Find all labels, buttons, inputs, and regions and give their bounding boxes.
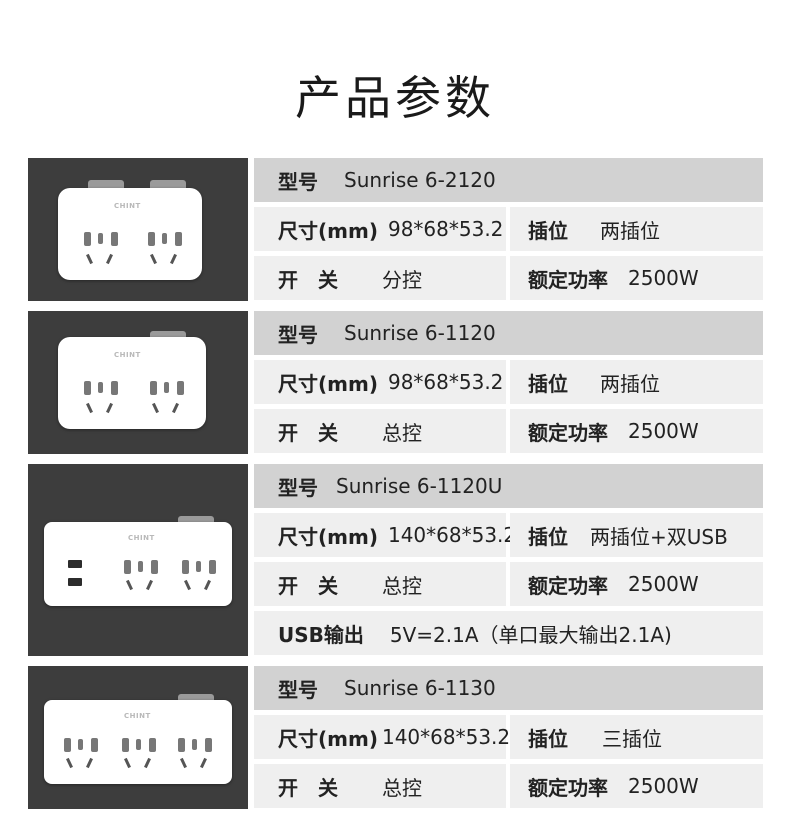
- switch-rocker: [178, 694, 214, 702]
- slots-value: 两插位+双USB: [590, 524, 728, 549]
- model-label: 型号: [278, 169, 318, 194]
- model-value: Sunrise 6-1120: [344, 321, 496, 345]
- page-title: 产品参数: [295, 71, 495, 125]
- slots-cell: 插位 两插位: [510, 360, 763, 404]
- size-label: 尺寸(mm): [278, 726, 378, 751]
- power-cell: 额定功率 2500W: [510, 764, 763, 808]
- outlet: [144, 377, 190, 417]
- socket-body: CHINT: [58, 188, 202, 280]
- model-label: 型号: [278, 677, 318, 702]
- slots-cell: 插位 两插位: [510, 207, 763, 251]
- outlet: [142, 228, 188, 268]
- size-value: 140*68*53.2: [387, 523, 517, 547]
- brand-logo: CHINT: [114, 351, 141, 359]
- size-cell: 尺寸(mm) 98*68*53.2: [254, 207, 506, 251]
- socket-body: CHINT: [44, 700, 232, 784]
- power-label: 额定功率: [528, 573, 608, 598]
- outlet: [58, 734, 104, 774]
- size-label: 尺寸(mm): [278, 218, 378, 243]
- size-cell: 尺寸(mm) 98*68*53.2: [254, 360, 506, 404]
- model-row: 型号 Sunrise 6-1120U: [254, 464, 763, 508]
- power-value: 2500W: [628, 419, 699, 443]
- switch-cell: 开 关 总控: [254, 409, 506, 453]
- slots-cell: 插位 三插位: [510, 715, 763, 759]
- outlet: [176, 556, 222, 596]
- usb-label: USB输出: [278, 622, 364, 647]
- slots-label: 插位: [528, 524, 568, 549]
- switch-value: 分控: [382, 267, 422, 292]
- size-value: 98*68*53.2: [387, 370, 504, 394]
- usb-output-row: USB输出 5V=2.1A（单口最大输出2.1A): [254, 611, 763, 655]
- switch-cell: 开 关 分控: [254, 256, 506, 300]
- size-value: 98*68*53.2: [387, 217, 504, 241]
- switch-rocker: [88, 180, 124, 188]
- model-row: 型号 Sunrise 6-2120: [254, 158, 763, 202]
- size-value: 140*68*53.2: [381, 725, 511, 749]
- slots-value: 两插位: [600, 371, 660, 396]
- switch-rocker: [178, 516, 214, 524]
- product-image: CHINT: [28, 464, 248, 656]
- switch-rocker: [150, 180, 186, 188]
- product-image: CHINT: [28, 666, 248, 809]
- switch-cell: 开 关 总控: [254, 562, 506, 606]
- usb-value: 5V=2.1A（单口最大输出2.1A): [389, 622, 672, 647]
- switch-value: 总控: [382, 420, 422, 445]
- product-block: CHINT 型号 Sunrise 6-1120U 尺寸(mm) 140*68*5…: [28, 464, 763, 656]
- switch-rocker: [150, 331, 186, 339]
- switch-cell: 开 关 总控: [254, 764, 506, 808]
- size-cell: 尺寸(mm) 140*68*53.2: [254, 715, 510, 759]
- power-label: 额定功率: [528, 267, 608, 292]
- product-block: CHINT 型号 Sunrise 6-1130 尺寸(mm) 140*68*53…: [28, 666, 763, 809]
- usb-port: [68, 560, 82, 568]
- product-block: CHINT 型号 Sunrise 6-1120 尺寸(mm) 98*68*53.…: [28, 311, 763, 454]
- product-image: CHINT: [28, 311, 248, 454]
- outlet: [116, 734, 162, 774]
- slots-value: 两插位: [600, 218, 660, 243]
- model-value: Sunrise 6-2120: [344, 168, 496, 192]
- model-label: 型号: [278, 475, 318, 500]
- slots-label: 插位: [528, 218, 568, 243]
- power-value: 2500W: [628, 774, 699, 798]
- outlet: [78, 377, 124, 417]
- brand-logo: CHINT: [114, 202, 141, 210]
- slots-value: 三插位: [602, 726, 662, 751]
- switch-value: 总控: [382, 775, 422, 800]
- brand-logo: CHINT: [128, 534, 155, 542]
- switch-label: 开 关: [278, 775, 338, 800]
- switch-label: 开 关: [278, 267, 338, 292]
- model-value: Sunrise 6-1130: [344, 676, 496, 700]
- outlet: [78, 228, 124, 268]
- model-value: Sunrise 6-1120U: [336, 474, 503, 498]
- switch-label: 开 关: [278, 573, 338, 598]
- slots-label: 插位: [528, 371, 568, 396]
- outlet: [118, 556, 164, 596]
- power-cell: 额定功率 2500W: [510, 562, 763, 606]
- power-value: 2500W: [628, 572, 699, 596]
- usb-port: [68, 578, 82, 586]
- size-cell: 尺寸(mm) 140*68*53.2: [254, 513, 516, 557]
- switch-value: 总控: [382, 573, 422, 598]
- switch-label: 开 关: [278, 420, 338, 445]
- power-cell: 额定功率 2500W: [510, 256, 763, 300]
- outlet: [172, 734, 218, 774]
- power-cell: 额定功率 2500W: [510, 409, 763, 453]
- size-label: 尺寸(mm): [278, 371, 378, 396]
- power-label: 额定功率: [528, 420, 608, 445]
- size-label: 尺寸(mm): [278, 524, 378, 549]
- product-block: CHINT 型号 Sunrise 6-2120 尺寸(mm) 98*68*53.…: [28, 158, 763, 301]
- product-image: CHINT: [28, 158, 248, 301]
- model-row: 型号 Sunrise 6-1120: [254, 311, 763, 355]
- socket-body: CHINT: [44, 522, 232, 606]
- model-label: 型号: [278, 322, 318, 347]
- slots-cell: 插位 两插位+双USB: [510, 513, 763, 557]
- slots-label: 插位: [528, 726, 568, 751]
- socket-body: CHINT: [58, 337, 206, 429]
- brand-logo: CHINT: [124, 712, 151, 720]
- power-label: 额定功率: [528, 775, 608, 800]
- power-value: 2500W: [628, 266, 699, 290]
- model-row: 型号 Sunrise 6-1130: [254, 666, 763, 710]
